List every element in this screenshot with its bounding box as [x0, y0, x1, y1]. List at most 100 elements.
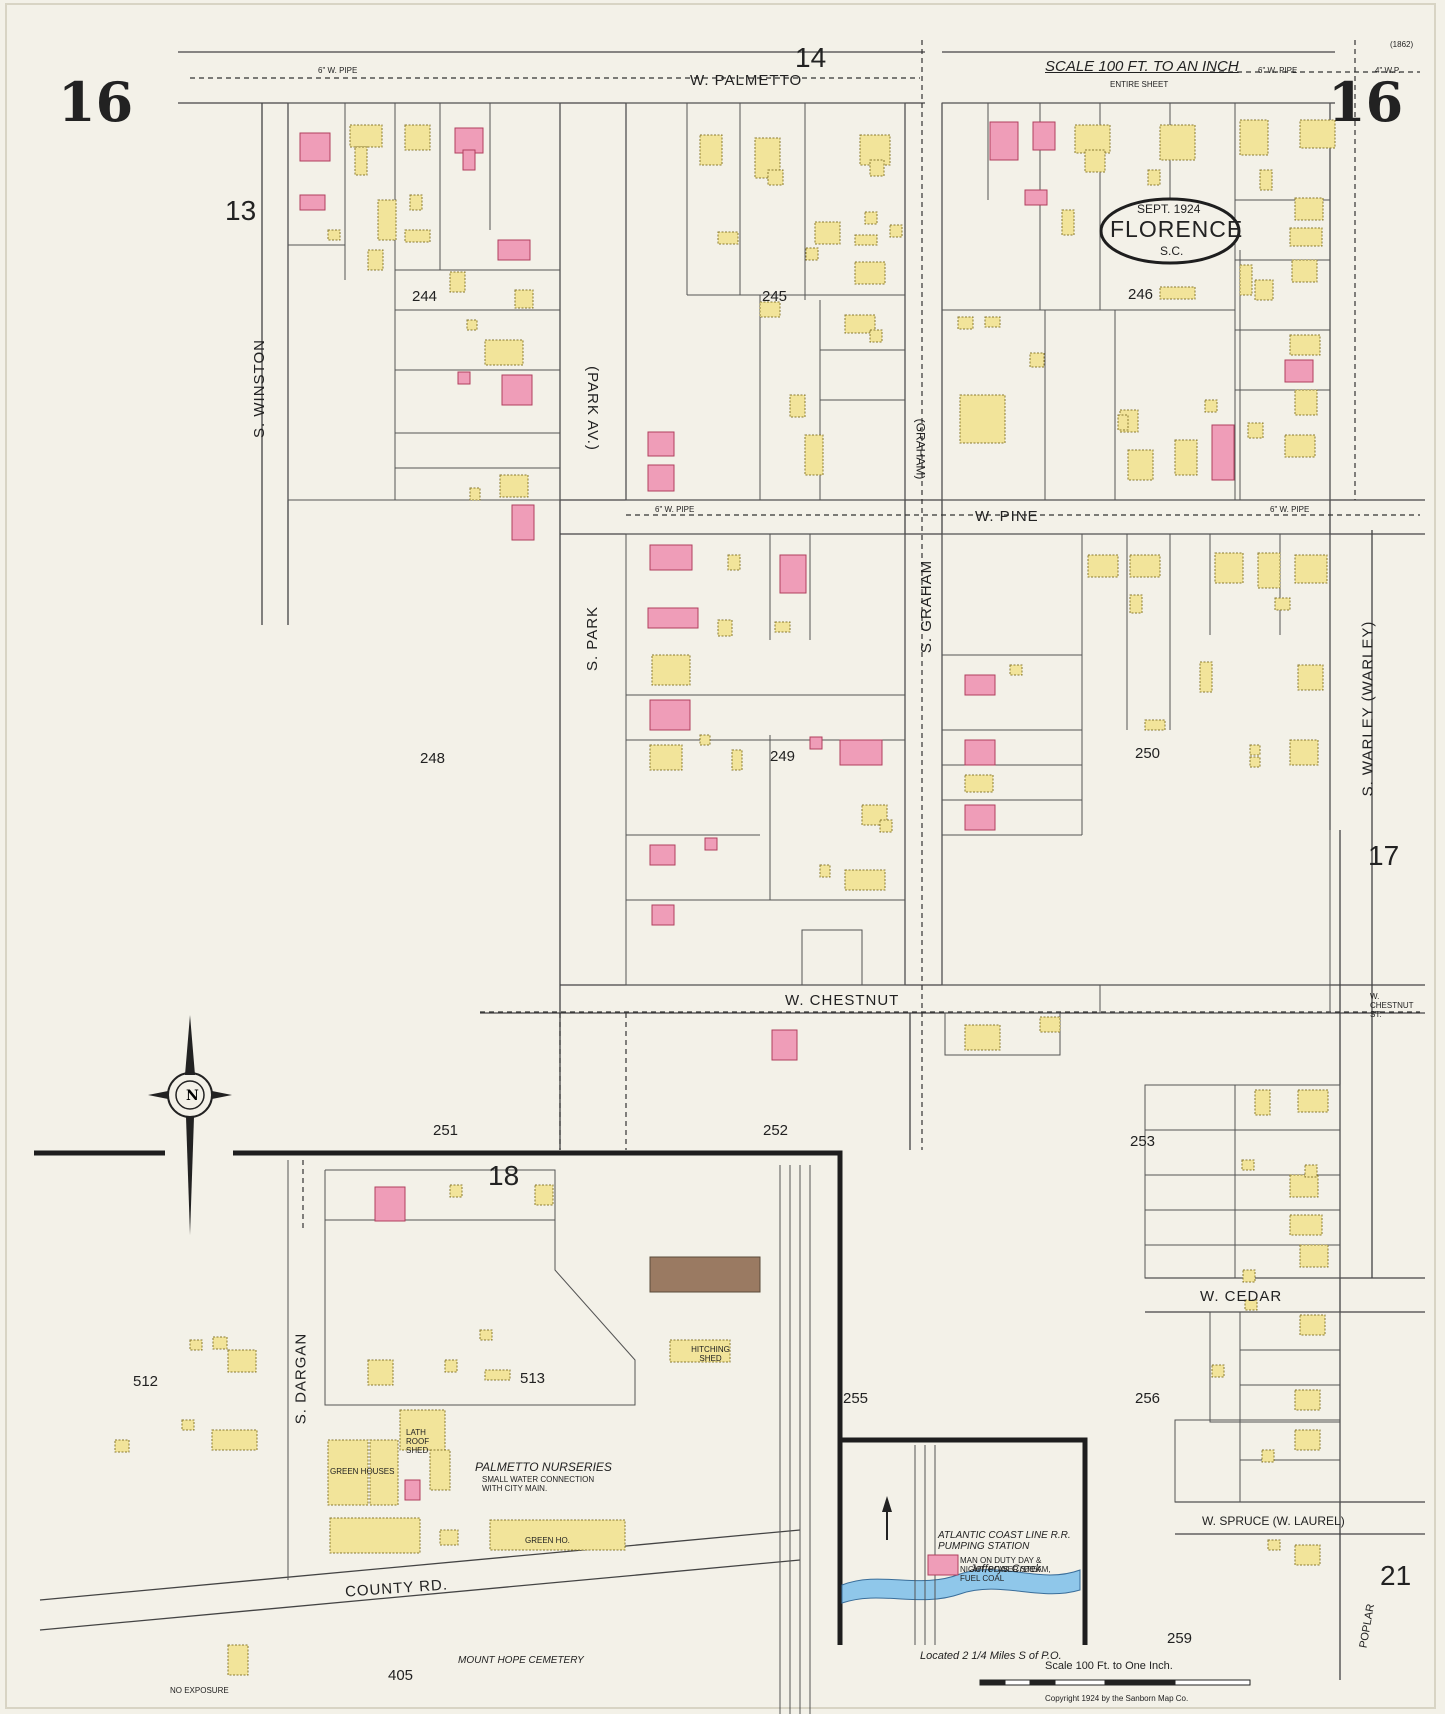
- building: [114, 1439, 130, 1453]
- building: [404, 229, 431, 243]
- building: [514, 289, 534, 309]
- block-259: 259: [1167, 1630, 1193, 1647]
- building: [189, 1339, 203, 1351]
- building: [669, 1339, 731, 1363]
- block-255: 255: [843, 1390, 869, 1407]
- compass-rose-icon: N: [148, 1015, 232, 1235]
- building: [699, 734, 711, 746]
- building: [1289, 227, 1323, 247]
- label-green-ho: GREEN HO.: [525, 1536, 570, 1545]
- block-248: 248: [420, 750, 446, 767]
- building: [1024, 189, 1048, 206]
- building: [1239, 119, 1269, 156]
- street-w-chestnut-st: W. CHESTNUT ST.: [1370, 992, 1414, 1019]
- building: [1009, 664, 1023, 676]
- building: [1294, 554, 1328, 584]
- building: [864, 211, 878, 225]
- building: [1211, 424, 1235, 481]
- building: [1289, 1214, 1323, 1236]
- label-copyright: Copyright 1924 by the Sanborn Map Co.: [1045, 1694, 1189, 1703]
- label-jefferys-creek: Jefferys Creek: [970, 1563, 1041, 1575]
- building: [404, 1479, 421, 1501]
- building: [444, 1359, 458, 1373]
- building: [369, 1439, 399, 1506]
- label-acl-note: MAN ON DUTY DAY & NIGHT, POWER STEAM, FU…: [960, 1556, 1051, 1583]
- building: [854, 234, 878, 246]
- adjoining-sheet-18: 18: [488, 1160, 520, 1191]
- building: [717, 619, 733, 637]
- lot-lines: [287, 102, 1341, 1580]
- label-pipe-pine: 6" W. PIPE: [655, 505, 695, 514]
- building: [327, 229, 341, 241]
- building: [1297, 664, 1324, 691]
- building: [1247, 422, 1264, 439]
- building: [367, 1359, 394, 1386]
- building: [805, 247, 819, 261]
- building: [869, 329, 883, 343]
- adjoining-sheet-13: 13: [225, 195, 257, 226]
- street-w-cedar: W. CEDAR: [1200, 1288, 1283, 1305]
- building: [484, 339, 524, 366]
- buildings: [114, 119, 1336, 1676]
- building: [409, 194, 423, 211]
- adjoining-sheet-14: 14: [795, 42, 827, 73]
- building: [1249, 744, 1261, 756]
- stamp-city: FLORENCE: [1110, 216, 1244, 242]
- building: [1074, 124, 1111, 154]
- building: [647, 431, 675, 457]
- building: [1257, 552, 1281, 589]
- creek: [841, 1569, 1081, 1604]
- building: [844, 314, 876, 334]
- building: [1284, 359, 1314, 383]
- pumping-station: [927, 1554, 959, 1576]
- building: [1261, 1449, 1275, 1463]
- building: [779, 554, 807, 594]
- label-located: Located 2 1/4 Miles S of P.O.: [920, 1650, 1062, 1662]
- building: [439, 1529, 459, 1546]
- building: [1029, 352, 1045, 368]
- block-245: 245: [762, 288, 788, 305]
- building: [1299, 1244, 1329, 1268]
- building: [1289, 334, 1321, 356]
- building: [1284, 434, 1316, 458]
- label-acl-station: ATLANTIC COAST LINE R.R. PUMPING STATION: [938, 1530, 1071, 1552]
- building: [774, 621, 791, 633]
- scale-bar: [979, 1679, 1251, 1686]
- building: [1061, 209, 1075, 236]
- building: [727, 554, 741, 571]
- building: [1254, 1089, 1271, 1116]
- adjoining-sheet-21: 21: [1380, 1560, 1412, 1591]
- block-512: 512: [133, 1373, 159, 1390]
- street-park-av: (PARK AV.): [583, 366, 601, 451]
- label-pipe-4: 4" W.P.: [1375, 66, 1401, 75]
- building: [457, 371, 471, 385]
- label-pipe-palmetto: 6" W. PIPE: [318, 66, 358, 75]
- building: [651, 904, 675, 926]
- block-251: 251: [433, 1122, 459, 1139]
- building: [984, 316, 1001, 328]
- building: [377, 199, 397, 241]
- building: [1274, 597, 1291, 611]
- building: [1289, 1174, 1319, 1198]
- building: [964, 674, 996, 696]
- scale-note: SCALE 100 FT. TO AN INCH: [1045, 58, 1239, 75]
- building: [1254, 279, 1274, 301]
- building: [354, 146, 368, 176]
- building: [1294, 1429, 1321, 1451]
- sheet-number-right: 16: [1328, 70, 1404, 134]
- street-s-graham: S. GRAHAM: [918, 559, 936, 654]
- building: [227, 1644, 249, 1676]
- building: [484, 1369, 511, 1381]
- building: [227, 1349, 257, 1373]
- building: [889, 224, 903, 238]
- building: [957, 316, 974, 330]
- svg-text:N: N: [186, 1088, 199, 1104]
- railroad: [779, 1165, 811, 1714]
- label-no-exposure: NO EXPOSURE: [170, 1686, 229, 1695]
- stamp-state: S.C.: [1160, 244, 1184, 258]
- building: [819, 864, 831, 878]
- building: [349, 124, 383, 148]
- building: [449, 271, 466, 293]
- street-w-palmetto: W. PALMETTO: [690, 72, 803, 89]
